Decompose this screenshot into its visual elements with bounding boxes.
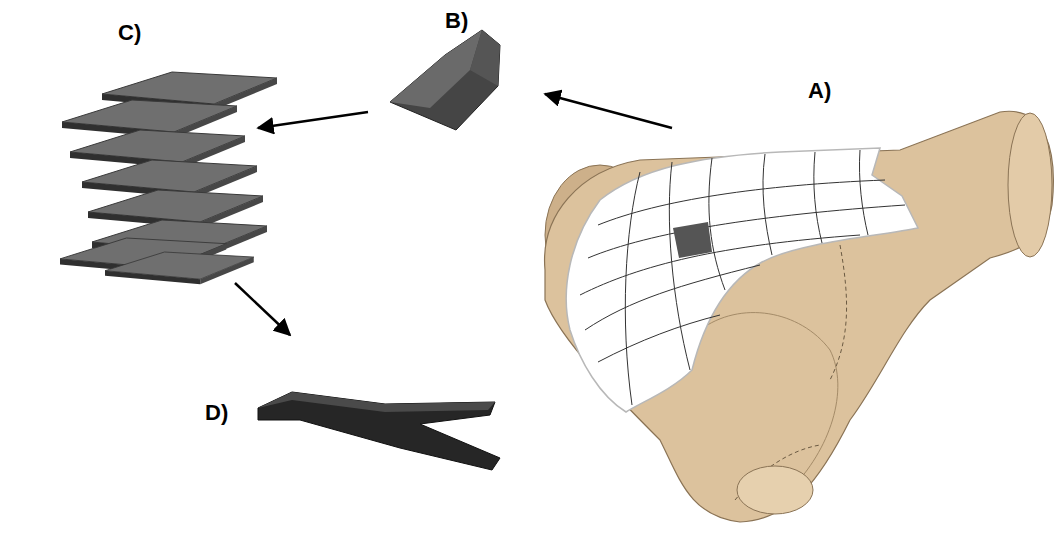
femur-illustration [545, 111, 1054, 522]
callout-letter: D) [205, 402, 228, 424]
tissue-strip [258, 392, 500, 470]
tissue-slices [60, 72, 277, 284]
callout-letter: A) [808, 80, 831, 102]
callout-letter: C) [118, 22, 141, 44]
tissue-block [390, 30, 500, 130]
callout-letter: B) [445, 10, 468, 32]
process-arrows [235, 94, 672, 335]
cartilage-patch [566, 148, 918, 412]
